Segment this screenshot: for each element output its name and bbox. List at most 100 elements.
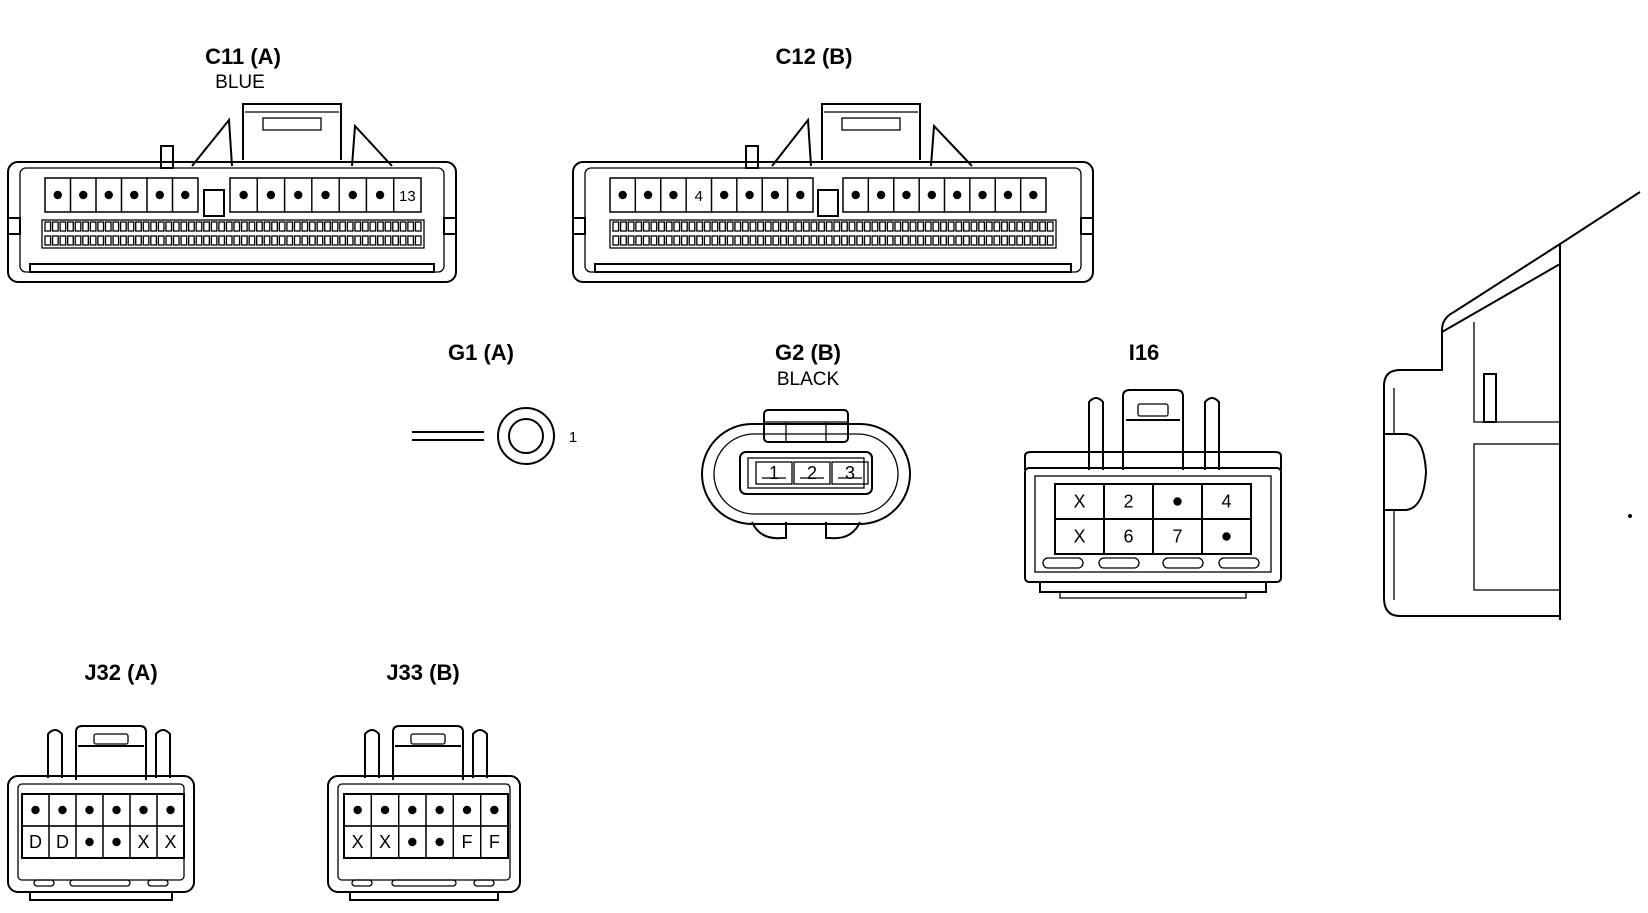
j33-row2-cell: X: [370, 825, 400, 859]
c11-terminal-slot: [331, 221, 339, 232]
c12-upper-right-cell: [842, 177, 870, 213]
c12-upper-right-cell: [994, 177, 1022, 213]
c11-upper-left-pin-dot: [130, 190, 139, 200]
j33-row1-cell: [370, 793, 400, 827]
c12-upper-left-pin-dot: [745, 190, 754, 200]
c11-terminal-slot: [248, 235, 256, 246]
j32-row2-pin-dot: [112, 837, 121, 847]
j33-row1-pin-dot: [408, 805, 417, 815]
c12-terminal-slot: [985, 235, 993, 246]
j32-row1-pin-dot: [85, 805, 94, 815]
c12-terminal-slot: [764, 221, 772, 232]
c12-terminal-slot: [619, 235, 627, 246]
c11-terminal-slot: [316, 235, 324, 246]
c12-terminal-slot: [894, 235, 902, 246]
c12-terminal-slot: [818, 235, 826, 246]
j32-row2-pin-label: X: [137, 832, 149, 852]
c12-terminal-slot: [879, 235, 886, 246]
c11-upper-left-cell-box: [171, 177, 199, 213]
c12-terminal-slot: [962, 221, 970, 232]
c12-upper-left-cell: [634, 177, 662, 213]
c12-upper-left-cell-box: [786, 177, 814, 213]
c12-terminal-slot: [658, 221, 665, 232]
c12-upper-left-pin-dot: [618, 190, 627, 200]
c11-terminal-slot: [225, 235, 233, 246]
c12-terminal-slot: [1008, 235, 1016, 246]
c11-terminal-slot: [165, 235, 173, 246]
c12-terminal-slot: [688, 221, 696, 232]
c12-upper-right-cell: [943, 177, 971, 213]
c12-upper-right-pin-dot: [902, 190, 911, 200]
c12-upper-right-cell: [893, 177, 920, 213]
c11-upper-right-pin-dot: [321, 190, 330, 200]
c12-upper-left-pin-dot: [770, 190, 780, 200]
c11-upper-right-cell: [311, 177, 340, 213]
c11-terminal-slot: [218, 235, 226, 246]
c11-upper-left-cell: [69, 177, 97, 213]
j33-row1-cell: [425, 793, 454, 827]
c12-terminal-slot: [993, 221, 1001, 232]
c11-terminal-slot: [256, 235, 263, 246]
j33-row1-pin-dot: [490, 805, 499, 815]
c12-terminal-slot: [627, 235, 635, 246]
g2-pin: 3: [831, 461, 869, 485]
g2-pin-label: 1: [769, 463, 779, 483]
c12-upper-left-pin-dot: [669, 190, 678, 200]
c12-terminal-slot: [1039, 235, 1047, 246]
c11-terminal-slot: [293, 221, 301, 232]
j33-row2-cell: F: [480, 825, 509, 859]
c11-terminal-slot: [150, 221, 158, 232]
c11-upper-left-pin-dot: [53, 190, 62, 200]
c11-terminal-slot: [407, 221, 415, 232]
i16-title: I16: [1129, 340, 1160, 365]
c12-upper-left-pin-dot: [719, 190, 729, 200]
c11-upper-right-cell: [365, 177, 395, 213]
c12-terminal-slot: [985, 221, 993, 232]
j32-row1-cell: [129, 793, 158, 827]
c11-terminal-slot: [414, 221, 422, 232]
c11-terminal-slot: [225, 221, 233, 232]
c11-upper-left-cell: [146, 177, 174, 213]
g2-pin-label: 2: [807, 463, 817, 483]
c11-terminal-slot: [263, 235, 271, 246]
c12-terminal-slot: [703, 235, 711, 246]
j32-row1-cell: [21, 793, 50, 827]
c11-upper-right-pin-label: 13: [399, 188, 416, 205]
c12-terminal-slot: [871, 235, 879, 246]
c12-terminal-slot: [924, 221, 932, 232]
c11-terminal-slot: [384, 235, 392, 246]
c12-terminal-slot: [970, 235, 978, 246]
c12-upper-left-cell: [609, 177, 637, 213]
c12-terminal-slot: [1016, 221, 1024, 232]
c12-terminal-slot: [680, 221, 688, 232]
c12-upper-right-pin-dot: [978, 190, 987, 200]
c12-terminal-slot: [612, 221, 620, 232]
c12-terminal-slot: [688, 235, 696, 246]
c11-terminal-slot: [361, 235, 369, 246]
j33-row2-pin-label: X: [352, 832, 364, 852]
c12-terminal-slot: [810, 221, 818, 232]
c12-terminal-slot: [772, 221, 780, 232]
c11-terminal-slot: [399, 221, 407, 232]
c12-terminal-slot: [619, 221, 627, 232]
c12-terminal-slot: [879, 221, 886, 232]
c11-terminal-slot: [354, 221, 362, 232]
c11-terminal-slot: [324, 221, 331, 232]
c11-upper-left-pin-dot: [79, 190, 88, 200]
c11-terminal-slot: [127, 221, 135, 232]
c11-terminal-slot: [112, 221, 120, 232]
c12-terminal-slot: [711, 235, 719, 246]
c12-terminal-slot: [886, 235, 894, 246]
c12-terminal-slot: [871, 221, 879, 232]
c12-terminal-slot: [612, 235, 620, 246]
c12-terminal-slot: [924, 235, 932, 246]
j32-row2-cell: [75, 825, 104, 859]
c12-terminal-slot: [635, 235, 643, 246]
c12-terminal-slot: [818, 221, 826, 232]
c11-terminal-slot: [89, 221, 97, 232]
j33-title: J33 (B): [386, 660, 459, 685]
c11-terminal-slot: [233, 221, 241, 232]
c12-terminal-slot: [1016, 235, 1024, 246]
c11-upper-right-cell: 13: [393, 177, 422, 213]
